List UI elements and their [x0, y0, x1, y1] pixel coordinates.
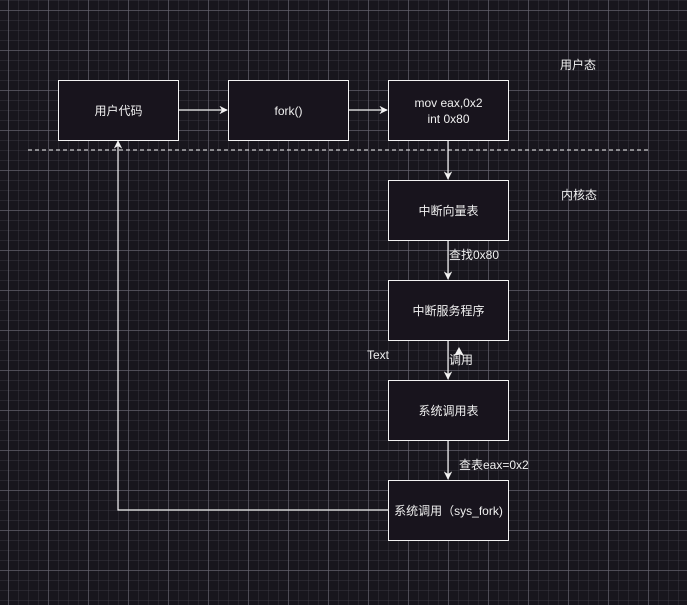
node-interrupt-vector-table[interactable]: 中断向量表: [388, 180, 509, 241]
node-sys-fork-label: 系统调用（sys_fork): [394, 503, 503, 518]
node-user-code-label: 用户代码: [94, 103, 143, 118]
node-sys-fork[interactable]: 系统调用（sys_fork): [388, 480, 509, 541]
region-label-kernel-mode[interactable]: 内核态: [561, 188, 598, 202]
node-fork[interactable]: fork(): [228, 80, 349, 141]
node-mov-int[interactable]: mov eax,0x2 int 0x80: [388, 80, 509, 141]
stray-arrowhead-icon: [454, 347, 464, 356]
region-label-user-mode[interactable]: 用户态: [560, 58, 597, 72]
node-fork-label: fork(): [274, 103, 303, 118]
node-syscall-table-label: 系统调用表: [418, 403, 479, 418]
edge-label-lookup-0x80[interactable]: 查找0x80: [449, 248, 500, 262]
node-ivt-label: 中断向量表: [418, 203, 479, 218]
node-interrupt-service-routine[interactable]: 中断服务程序: [388, 280, 509, 341]
edge-label-call[interactable]: 调用: [449, 353, 474, 367]
stray-text-label[interactable]: Text: [367, 348, 390, 362]
node-user-code[interactable]: 用户代码: [58, 80, 179, 141]
node-mov-int-label: mov eax,0x2 int 0x80: [414, 95, 483, 126]
edge-label-lookup-eax[interactable]: 查表eax=0x2: [459, 458, 529, 472]
edge-sys-fork-return-to-user-code[interactable]: [113, 140, 388, 511]
node-syscall-table[interactable]: 系统调用表: [388, 380, 509, 441]
node-isr-label: 中断服务程序: [412, 303, 485, 318]
